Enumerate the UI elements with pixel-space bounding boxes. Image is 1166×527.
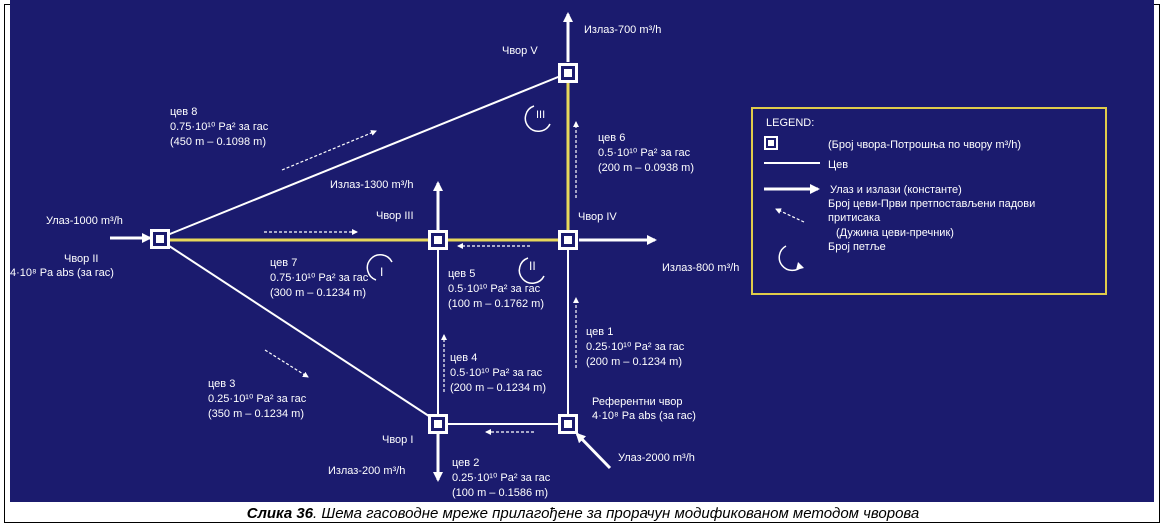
gas-network-scheme: I II III Чвор V Чвор III Чвор IV Чвор II…	[10, 0, 1154, 502]
outlet-iii-label: Излаз-1300 m³/h	[330, 179, 413, 191]
legend-io-text: Улаз и излази (константе)	[830, 184, 962, 196]
legend-node-icon	[764, 136, 778, 150]
pipe-1-dims: (200 m – 0.1234 m)	[586, 356, 682, 368]
legend-loop-text: Број петље	[828, 241, 886, 253]
pipe-5-name: цев 5	[448, 268, 475, 280]
pipe-2-name: цев 2	[452, 457, 479, 469]
node-ref-marker	[558, 414, 578, 434]
legend-drop-text-3: (Дужина цеви-пречник)	[836, 227, 954, 239]
pipes	[159, 72, 570, 425]
loop-ii-icon	[518, 257, 545, 284]
pipe-1-name: цев 1	[586, 326, 613, 338]
pipe-4-coef: 0.5·10¹⁰ Pa² за гас	[450, 367, 543, 379]
loop-iii-label: III	[536, 109, 545, 121]
node-v-marker	[558, 63, 578, 83]
legend: LEGEND: (Број чвора-Потрошња по чвору m³…	[751, 107, 1107, 295]
node-iv-marker	[558, 230, 578, 250]
loop-iii-icon	[524, 105, 551, 132]
pipe-3-line	[159, 239, 439, 423]
loop-ii-label: II	[529, 259, 536, 273]
pipe-8-coef: 0.75·10¹⁰ Pa² за гас	[170, 121, 269, 133]
pipe-3-dims: (350 m – 0.1234 m)	[208, 408, 304, 420]
drop-arrow-3	[264, 349, 309, 378]
legend-pipe-text: Цев	[828, 159, 848, 171]
node-ref-label: Референтни чвор	[592, 396, 682, 408]
legend-drop-icon	[775, 208, 805, 223]
pipe-3-name: цев 3	[208, 378, 235, 390]
legend-drop-text-2: притисака	[828, 212, 881, 224]
pressure-drop-arrows	[264, 121, 579, 435]
io-arrows	[110, 12, 657, 482]
node-iii-label: Чвор III	[376, 210, 414, 222]
node-ii-marker	[150, 229, 170, 249]
inlet-ref-label: Улаз-2000 m³/h	[618, 452, 695, 464]
pipe-8-line	[159, 72, 569, 239]
caption-label: Слика 36	[246, 505, 314, 522]
pipe-5-coef: 0.5·10¹⁰ Pa² за гас	[448, 283, 541, 295]
pipe-5-dims: (100 m – 0.1762 m)	[448, 298, 544, 310]
loop-i-icon	[366, 254, 393, 281]
legend-title: LEGEND:	[766, 117, 814, 129]
drop-arrow-8	[281, 130, 377, 171]
node-ii-pressure: 4·10⁸ Pa abs (за гас)	[10, 267, 114, 279]
node-ii-label: Чвор II	[64, 253, 98, 265]
node-v-label: Чвор V	[502, 45, 538, 57]
pipe-2-coef: 0.25·10¹⁰ Pa² за гас	[452, 472, 551, 484]
node-i-label: Чвор I	[382, 434, 413, 446]
pipe-6-coef: 0.5·10¹⁰ Pa² за гас	[598, 147, 691, 159]
pipe-1-coef: 0.25·10¹⁰ Pa² за гас	[586, 341, 685, 353]
outlet-v-label: Излаз-700 m³/h	[584, 24, 661, 36]
pipe-4-dims: (200 m – 0.1234 m)	[450, 382, 546, 394]
inlet-ii-label: Улаз-1000 m³/h	[46, 215, 123, 227]
loops	[366, 105, 551, 284]
node-iv-label: Чвор IV	[578, 211, 617, 223]
nodes	[150, 63, 578, 434]
pipe-8-dims: (450 m – 0.1098 m)	[170, 136, 266, 148]
pipe-8-name: цев 8	[170, 106, 197, 118]
pipe-7-name: цев 7	[270, 257, 297, 269]
legend-drop-text-1: Број цеви-Први претпостављени падови	[828, 198, 1035, 210]
legend-node-text: (Број чвора-Потрошња по чвору m³/h)	[828, 139, 1021, 151]
outlet-iv-label: Излаз-800 m³/h	[662, 262, 739, 274]
pipe-2-dims: (100 m – 0.1586 m)	[452, 487, 548, 499]
node-iii-marker	[428, 230, 448, 250]
figure-caption: Слика 36. Шема гасоводне мреже прилагође…	[0, 505, 1166, 523]
pipe-3-coef: 0.25·10¹⁰ Pa² за гас	[208, 393, 307, 405]
legend-box	[751, 107, 1107, 295]
pipe-6-dims: (200 m – 0.0938 m)	[598, 162, 694, 174]
node-ref-pressure: 4·10⁸ Pa abs (за гас)	[592, 410, 696, 422]
pipe-7-coef: 0.75·10¹⁰ Pa² за гас	[270, 272, 369, 284]
outlet-i-label: Излаз-200 m³/h	[328, 465, 405, 477]
pipe-6-name: цев 6	[598, 132, 625, 144]
legend-loop-arrowhead	[796, 262, 804, 270]
inlet-ref-arrow	[575, 432, 612, 470]
caption-text: . Шема гасоводне мреже прилагођене за пр…	[313, 505, 920, 522]
loop-i-label: I	[380, 265, 383, 279]
pipe-4-name: цев 4	[450, 352, 477, 364]
pipe-7-dims: (300 m – 0.1234 m)	[270, 287, 366, 299]
node-i-marker	[428, 414, 448, 434]
